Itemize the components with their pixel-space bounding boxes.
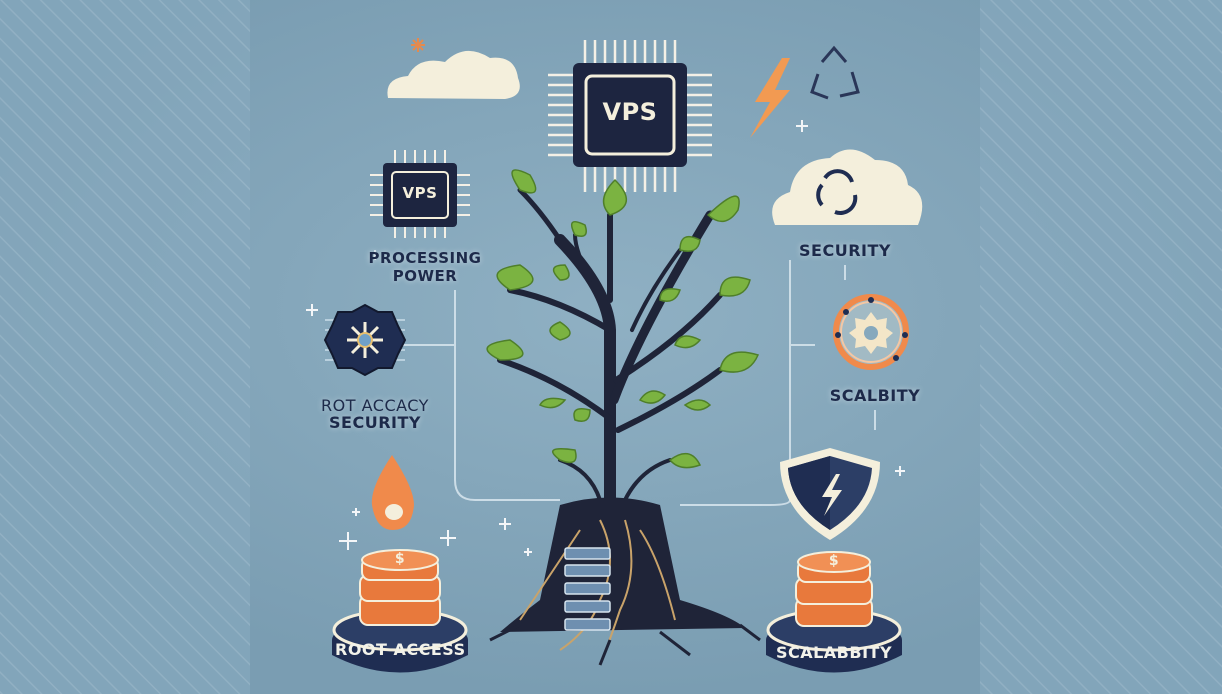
lightning-icon: [750, 58, 790, 138]
sparkle-icon: [499, 518, 532, 556]
sparkle-icon: [411, 38, 425, 52]
right-coin-stack: [766, 551, 902, 673]
main-vps-chip: [548, 40, 712, 192]
server-rack-icon: [564, 547, 611, 631]
sparkle-icon: [339, 508, 456, 550]
small-vps-chip: [370, 150, 470, 238]
main-chip-label: VPS: [602, 98, 658, 126]
sparkle-icon: [306, 304, 318, 316]
root-access-label-line1: ROT ACCACY: [321, 396, 429, 415]
processing-power-label-line2: POWER: [392, 267, 458, 285]
scalability-label: SCALBITY: [829, 386, 921, 405]
scalability-gear-icon: [833, 294, 909, 370]
right-coin-symbol: $: [828, 553, 840, 569]
left-coin-stack: [332, 549, 468, 673]
root-access-label-line2: SECURITY: [329, 413, 421, 432]
tree: [486, 169, 761, 666]
small-chip-label: VPS: [402, 184, 438, 202]
sparkle-icon: [796, 120, 808, 132]
processing-power-label-line1: PROCESSING: [368, 249, 482, 267]
right-hatch-pattern: [980, 0, 1222, 694]
drop-icon: [371, 455, 414, 530]
recycle-icon: [810, 45, 860, 100]
root-access-base-label: ROOT ACCESS: [335, 640, 466, 659]
left-coin-symbol: $: [394, 551, 406, 567]
security-label: SECURITY: [799, 241, 891, 260]
root-access-chip-icon: [323, 303, 407, 377]
sparkle-icon: [895, 466, 905, 476]
cloud-icon: [387, 50, 520, 99]
security-cloud-icon: [772, 149, 923, 225]
shield-icon: [780, 448, 880, 540]
left-hatch-pattern: [0, 0, 250, 694]
scalability-base-label: SCALABBITY: [775, 643, 893, 662]
